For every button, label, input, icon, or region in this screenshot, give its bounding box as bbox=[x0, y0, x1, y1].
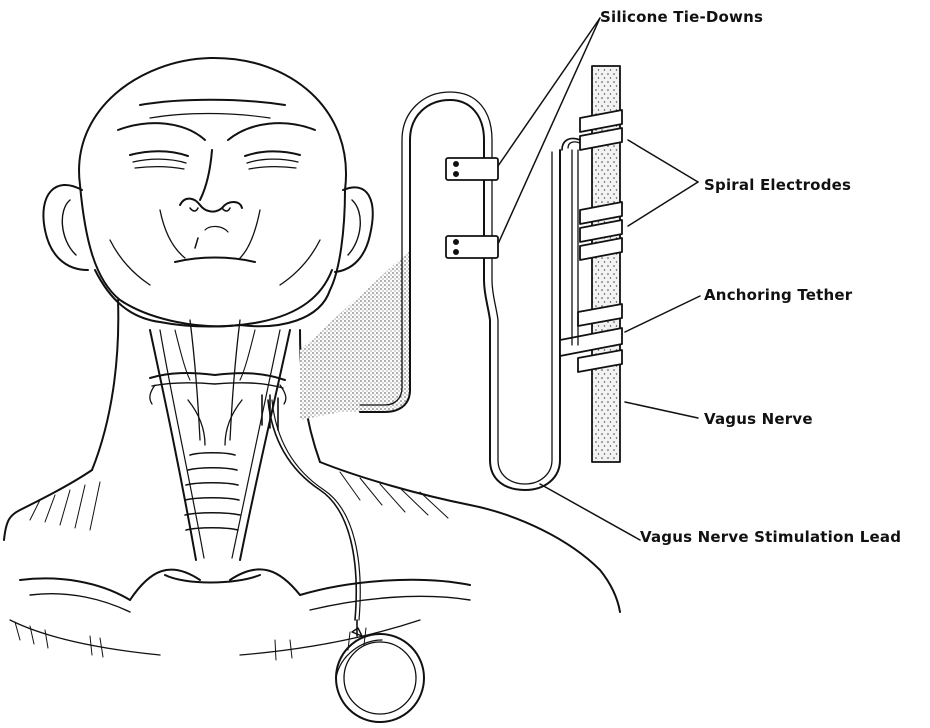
callout-wedge bbox=[300, 250, 410, 420]
label-vns-lead: Vagus Nerve Stimulation Lead bbox=[640, 528, 901, 546]
label-vagus-nerve: Vagus Nerve bbox=[704, 410, 813, 428]
silicone-tie-downs bbox=[446, 158, 498, 258]
implanted-lead-and-generator bbox=[262, 395, 424, 722]
label-silicone-tie-downs: Silicone Tie-Downs bbox=[600, 8, 763, 26]
head bbox=[43, 58, 372, 327]
label-anchoring-tether: Anchoring Tether bbox=[704, 286, 852, 304]
label-spiral-electrodes: Spiral Electrodes bbox=[704, 176, 851, 194]
